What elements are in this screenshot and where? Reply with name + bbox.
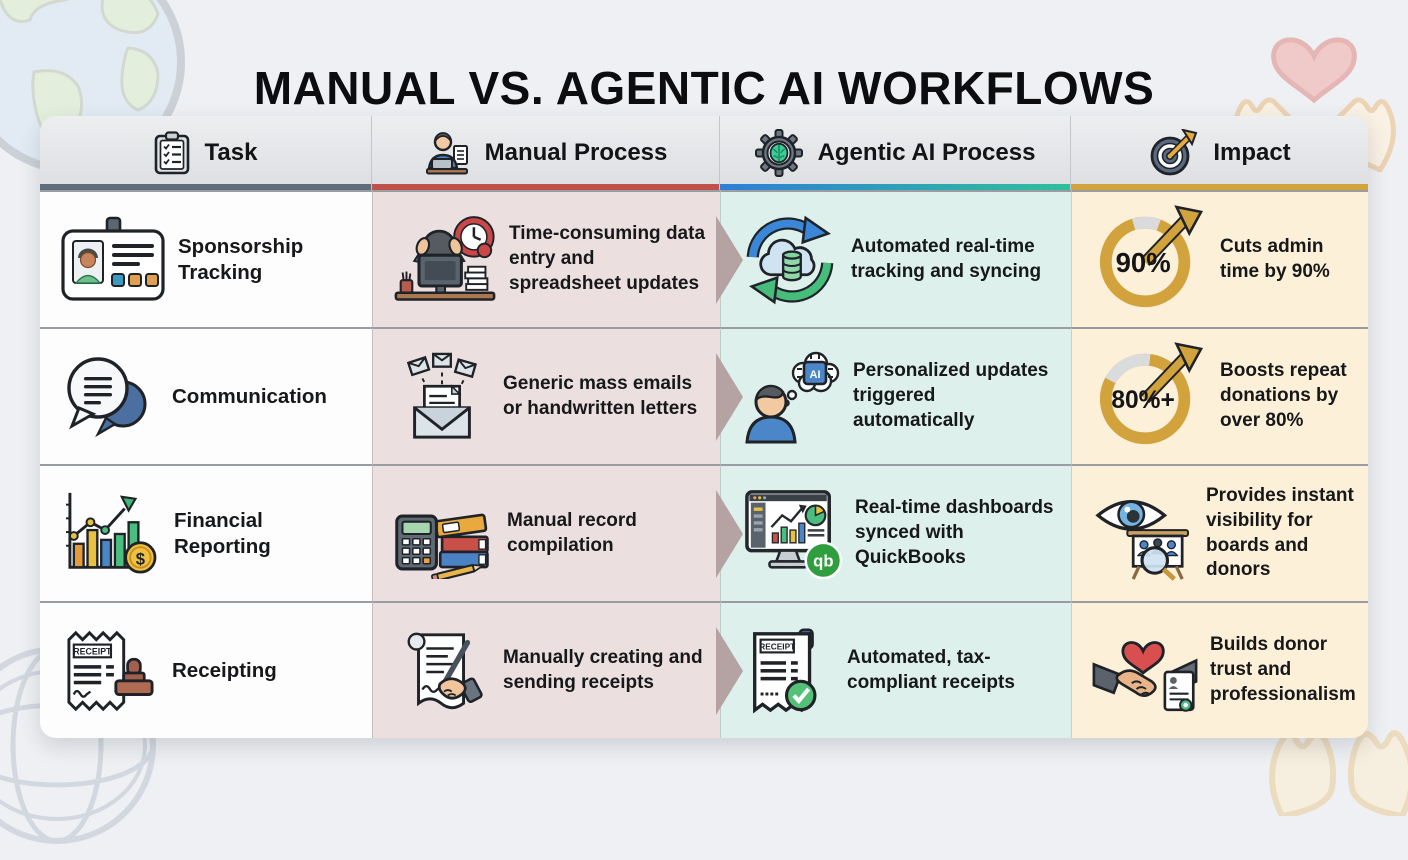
- agentic-text: Real-time dashboards synced with QuickBo…: [855, 497, 1054, 568]
- manual-accent-bar: [372, 184, 719, 190]
- cell-task-communication: Communication: [40, 327, 372, 464]
- id-badge-icon: [60, 216, 166, 304]
- comparison-table: Task Manual Process: [40, 116, 1368, 738]
- cloud-sync-icon: [741, 212, 839, 308]
- cell-agentic-communication: AI Personalized updates triggered automa…: [720, 327, 1071, 464]
- header-impact: Impact: [1071, 116, 1368, 190]
- header-task-label: Task: [204, 139, 258, 166]
- header-impact-label: Impact: [1213, 139, 1291, 166]
- hand-signing-icon: [393, 625, 491, 717]
- header-manual: Manual Process: [372, 116, 720, 190]
- task-label: Communication: [172, 384, 327, 408]
- impact-text: Builds donor trust and professionalism: [1210, 634, 1356, 705]
- task-accent-bar: [40, 184, 371, 190]
- progress-ring-icon: 90%: [1092, 204, 1208, 315]
- stressed-worker-icon: [393, 214, 497, 306]
- manual-text: Time-consuming data entry and spreadshee…: [509, 223, 706, 294]
- task-label: Sponsorship Tracking: [178, 234, 304, 284]
- receipt-label: RECEIPT: [759, 641, 795, 651]
- impact-percent: 90%: [1116, 246, 1171, 277]
- agentic-text: Automated real-time tracking and syncing: [851, 235, 1042, 282]
- agentic-accent-bar: [720, 184, 1070, 190]
- target-arrow-icon: [1148, 129, 1198, 177]
- cell-manual-receipting: Manually creating and sending receipts: [372, 601, 743, 738]
- impact-accent-bar: [1071, 184, 1368, 190]
- cell-task-financial: $ Financial Reporting: [40, 464, 372, 601]
- flow-arrow-icon: [716, 489, 743, 578]
- ai-person-icon: AI: [741, 350, 841, 444]
- gear-brain-icon: [754, 129, 803, 177]
- cell-manual-financial: Manual record compilation: [372, 464, 743, 601]
- cell-impact-financial: Provides instant visibility for boards a…: [1071, 464, 1368, 601]
- task-label: Financial Reporting: [174, 508, 271, 558]
- cell-impact-communication: 80%+ Boosts repeat donations by over 80%: [1071, 327, 1368, 464]
- receipt-check-icon: RECEIPT: [741, 624, 835, 718]
- manual-worker-icon: [424, 130, 470, 176]
- impact-text: Cuts admin time by 90%: [1220, 235, 1330, 282]
- agentic-text: Automated, tax-compliant receipts: [847, 646, 1015, 693]
- header-agentic: Agentic AI Process: [720, 116, 1071, 190]
- flow-arrow-icon: [716, 626, 743, 715]
- clipboard-icon: [154, 131, 190, 175]
- page-title: MANUAL VS. AGENTIC AI WORKFLOWS: [253, 61, 1155, 114]
- cell-agentic-sponsorship: Automated real-time tracking and syncing: [720, 190, 1071, 327]
- header-agentic-label: Agentic AI Process: [817, 139, 1036, 166]
- cell-agentic-receipting: RECEIPT Automated, tax-compliant receipt…: [720, 601, 1071, 738]
- impact-text: Boosts repeat donations by over 80%: [1220, 360, 1347, 431]
- receipt-label: RECEIPT: [73, 646, 112, 656]
- cell-impact-sponsorship: 90% Cuts admin time by 90%: [1071, 190, 1368, 327]
- cell-impact-receipting: Builds donor trust and professionalism: [1071, 601, 1368, 738]
- manual-text: Manual record compilation: [507, 509, 637, 556]
- cell-manual-communication: Generic mass emails or handwritten lette…: [372, 327, 743, 464]
- agentic-text: Personalized updates triggered automatic…: [853, 360, 1049, 431]
- impact-percent: 80%+: [1111, 386, 1174, 413]
- impact-text: Provides instant visibility for boards a…: [1206, 485, 1354, 581]
- cell-agentic-financial: qb Real-time dashboards synced with Quic…: [720, 464, 1071, 601]
- flow-arrow-icon: [716, 215, 743, 304]
- receipt-stamp-icon: RECEIPT: [60, 626, 160, 716]
- dashboard-quickbooks-icon: qb: [741, 486, 843, 582]
- eye-visibility-icon: [1092, 487, 1194, 581]
- books-calculator-icon: [393, 489, 495, 579]
- ai-chip-label: AI: [810, 369, 821, 381]
- handshake-heart-icon: [1092, 625, 1198, 717]
- task-label: Receipting: [172, 658, 277, 682]
- cell-task-sponsorship: Sponsorship Tracking: [40, 190, 372, 327]
- progress-ring-icon: 80%+: [1092, 341, 1208, 452]
- flow-arrow-icon: [716, 352, 743, 441]
- header-manual-label: Manual Process: [484, 139, 668, 166]
- speech-bubbles-icon: [60, 354, 160, 440]
- manual-text: Manually creating and sending receipts: [503, 646, 703, 693]
- cell-task-receipting: RECEIPT Receipting: [40, 601, 372, 738]
- cell-manual-sponsorship: Time-consuming data entry and spreadshee…: [372, 190, 743, 327]
- dollar-sign: $: [136, 549, 146, 568]
- manual-text: Generic mass emails or handwritten lette…: [503, 372, 698, 419]
- finance-chart-icon: $: [60, 489, 162, 579]
- quickbooks-logo-text: qb: [813, 551, 833, 570]
- mass-mail-icon: [393, 351, 491, 443]
- header-task: Task: [40, 116, 372, 190]
